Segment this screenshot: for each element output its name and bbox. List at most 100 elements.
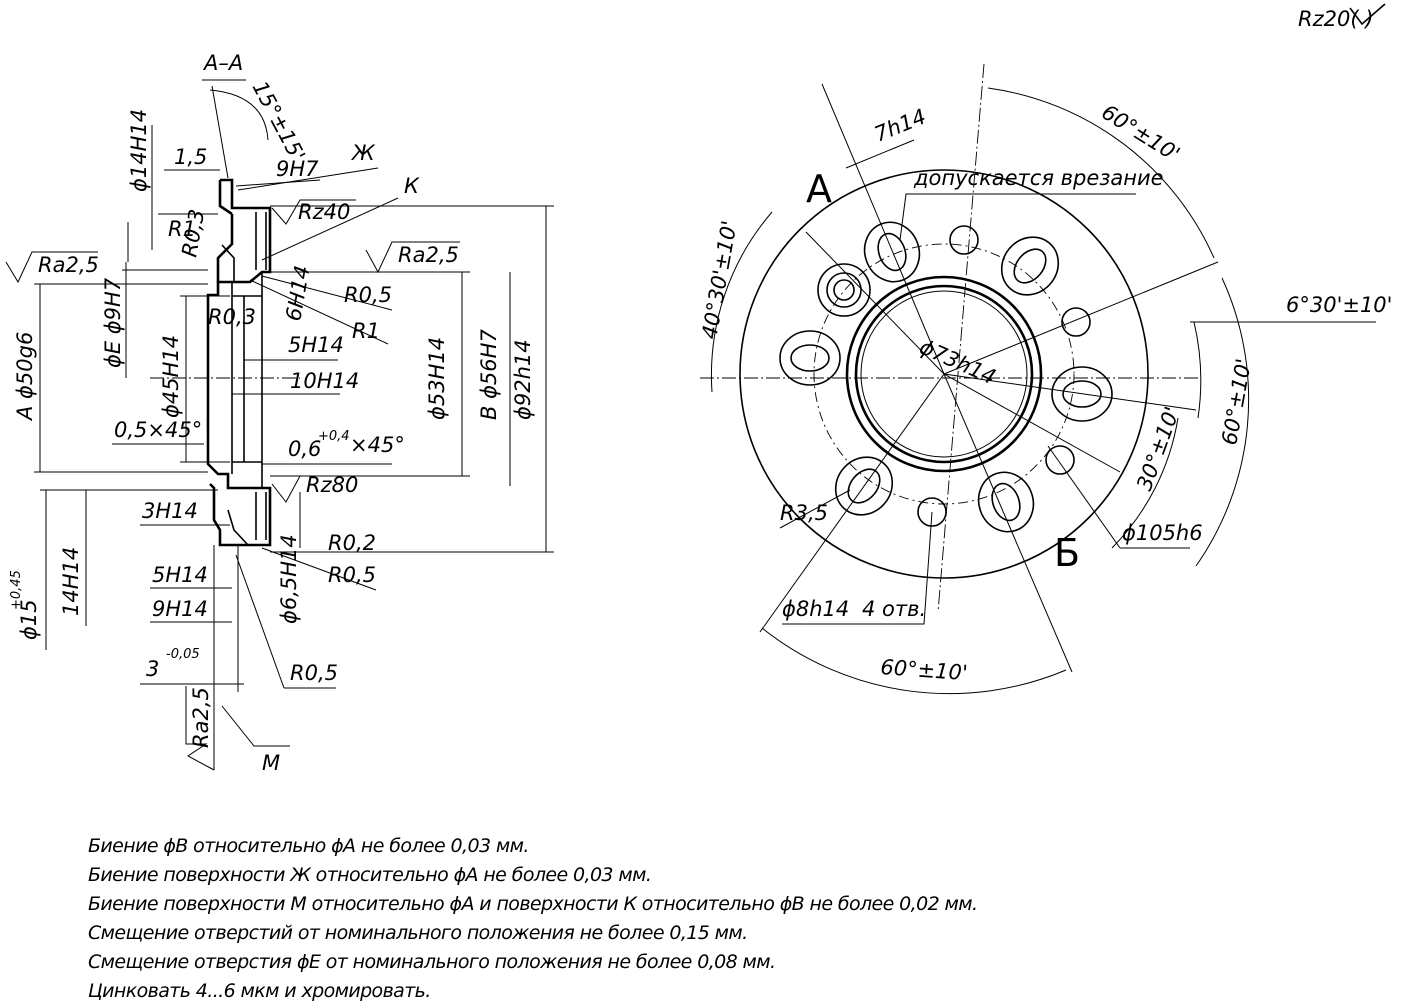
surface-zh-leader — [237, 167, 379, 191]
ray-60-right — [943, 261, 1219, 375]
r05-bottom-label: R0,5 — [290, 661, 338, 685]
r1-upper-label: R1 — [168, 217, 196, 241]
slot-hole-4 — [977, 471, 1035, 533]
radius-r35: R3,5 — [780, 501, 828, 525]
width-7h14: 7h14 — [871, 104, 930, 146]
center-bore-inner — [854, 284, 1034, 464]
dim-d50: А ϕ50g6 — [13, 332, 37, 422]
section-mark-b: Б — [1054, 531, 1080, 575]
arc-60-top — [987, 87, 1215, 259]
ray-60-left — [821, 83, 945, 375]
section-profile-upper — [216, 214, 234, 282]
section-profile — [206, 178, 272, 547]
corner-roughness: Rz20( ) — [1298, 3, 1386, 31]
dim-d15-tol: +0,45 — [9, 570, 24, 610]
note-3: Биение поверхности М относительно ϕА и п… — [88, 893, 978, 915]
dim-d92: ϕ92h14 — [511, 339, 535, 420]
surface-zh-label: Ж — [350, 141, 376, 165]
front-axis-vertical — [937, 63, 985, 613]
dim-3h14: 3H14 — [142, 499, 198, 523]
center-bore-outer — [845, 275, 1043, 473]
dim-d65: ϕ6,5H14 — [277, 534, 301, 624]
surface-m-leader — [221, 705, 290, 747]
rz80-label: Rz80 — [306, 473, 358, 497]
dim-d14: ϕ14H14 — [127, 109, 151, 192]
dim-d105: ϕ105h6 — [1122, 521, 1203, 545]
chamfer-angle-arc — [209, 89, 269, 141]
note-cut-allowed: допускается врезание — [913, 166, 1164, 190]
r02-label: R0,2 — [328, 531, 376, 555]
note-1: Биение ϕВ относительно ϕА не более 0,03 … — [88, 835, 529, 857]
slot-hole-2-inner — [1013, 248, 1047, 284]
ra25-mid-label: Ra2,5 — [398, 243, 459, 267]
ra25-mid-symbol — [365, 241, 460, 274]
ra25-left-label: Ra2,5 — [38, 253, 99, 277]
angle-60-right: 60°±10' — [1217, 357, 1256, 447]
angle-60-bot: 60°±10' — [880, 655, 969, 685]
r1-lower-leader — [249, 279, 389, 345]
slot-hole-5 — [834, 456, 894, 516]
surface-k-label: К — [404, 174, 420, 198]
dim-chamfer-06-angle: ×45° — [350, 433, 405, 457]
r05-bottom-leader — [235, 554, 285, 689]
section-mark-a: А — [806, 167, 832, 211]
small-hole-1 — [949, 225, 979, 255]
ra25-bottom-label: Ra2,5 — [189, 687, 213, 748]
dim-d56: В ϕ56H7 — [477, 329, 501, 420]
dim-10h14: 10H14 — [290, 369, 359, 393]
slot-hole-6 — [779, 330, 841, 386]
note-4: Смещение отверстий от номинального полож… — [88, 922, 748, 944]
dim-d15: ϕ15 — [17, 599, 41, 640]
small-hole-2 — [1061, 307, 1091, 337]
dim-9h7: 9H7 — [276, 157, 319, 181]
dim-d105-leader — [1047, 445, 1121, 549]
section-profile-top — [218, 180, 233, 216]
dim-9h7-leader — [235, 179, 321, 187]
angle-60-top: 60°±10' — [1097, 100, 1184, 167]
slot-hole-3 — [1051, 366, 1113, 422]
note-2: Биение поверхности Ж относительно ϕА не … — [88, 864, 652, 886]
dim-1-5: 1,5 — [174, 145, 207, 169]
section-view: А–А 15°±15' ϕ14H14 1,5 9H7 Ж К Rz40 R1 R… — [5, 51, 554, 775]
dim-d45: ϕ45H14 — [159, 335, 183, 418]
dim-5h14-lower: 5H14 — [152, 563, 208, 587]
counterbore-hole-mid — [826, 272, 862, 308]
slot-hole-6-inner — [790, 344, 830, 372]
ray-6 — [943, 373, 1197, 411]
r03-lower-label: R0,3 — [208, 305, 256, 329]
counterbore-hole — [817, 263, 871, 317]
corner-roughness-label: Rz20( ) — [1298, 7, 1373, 31]
lower-chamfer — [227, 509, 249, 546]
r1-lower-label: R1 — [352, 319, 380, 343]
section-label: А–А — [202, 51, 243, 75]
arc-60-bot — [761, 627, 1067, 695]
slot-hole-4-inner — [991, 482, 1021, 522]
holes-count: 4 отв. — [862, 597, 926, 621]
dim-d8: ϕ8h14 — [782, 597, 849, 621]
angle-30: 30°±10' — [1132, 403, 1184, 493]
surface-k-leader — [261, 197, 399, 261]
rz80-symbol — [271, 475, 362, 503]
roughness-check-icon — [1349, 3, 1386, 26]
slot-hole-1 — [863, 221, 921, 283]
width-7h14-line — [845, 139, 915, 169]
dim-9h14: 9H14 — [152, 597, 208, 621]
dim-dE: ϕЕ ϕ9H7 — [101, 277, 125, 368]
chamfer-extension — [211, 85, 229, 179]
ray-30 — [943, 373, 1121, 473]
slotted-holes — [779, 221, 1113, 533]
outer-disc — [739, 169, 1149, 579]
dim-chamfer-05: 0,5×45° — [114, 418, 202, 442]
r05-lower-leader — [261, 547, 377, 591]
r05-upper-label: R0,5 — [344, 283, 392, 307]
center-bore-chamfer — [860, 290, 1028, 458]
slot-hole-1-inner — [877, 232, 907, 272]
dim-chamfer-06-tol: +0,4 — [318, 429, 350, 444]
chamfer-angle-label: 15°±15' — [248, 77, 310, 165]
r05-upper-leader — [261, 275, 393, 311]
dim-d53: ϕ53H14 — [425, 337, 449, 420]
note-5: Смещение отверстия ϕЕ от номинального по… — [88, 951, 776, 973]
arc-60-right — [1195, 277, 1250, 567]
slot-hole-2 — [1000, 236, 1060, 296]
